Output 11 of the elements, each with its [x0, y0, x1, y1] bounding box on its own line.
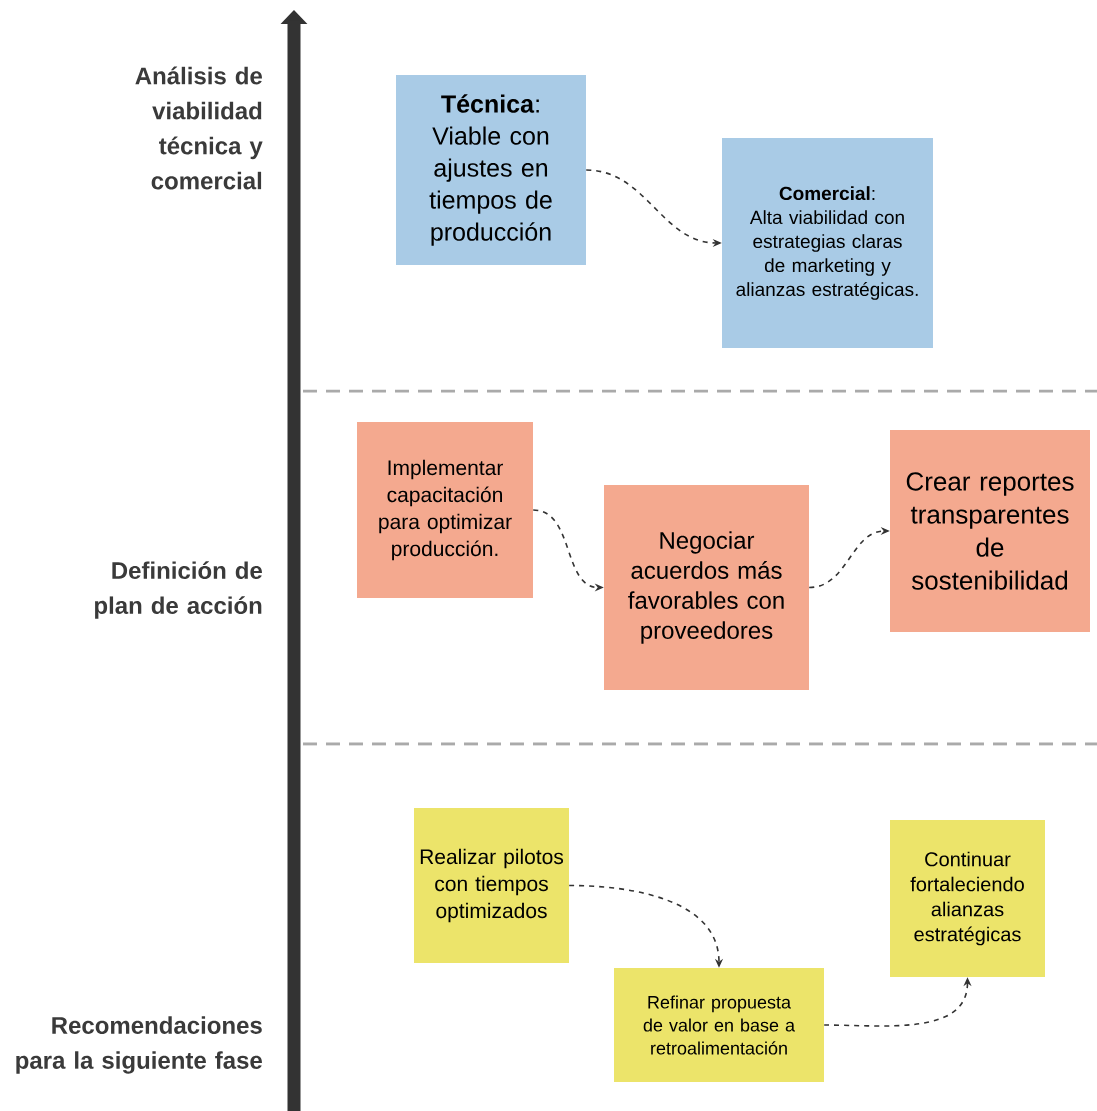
section-heading: Definición de plan de acción — [95, 561, 262, 619]
sticky-note: Negociar acuerdos más favorables con proveedores — [604, 485, 809, 690]
sticky-note: Refinar propuesta de valor en base a retroalimentación — [614, 968, 824, 1082]
sticky-note: Realizar pilotos con tiempos optimizados — [414, 808, 569, 963]
sticky-note: Implementar capacitación para optimizar producción. — [357, 422, 533, 598]
section-heading: Análisis de viabilidad técnica y comercial — [135, 66, 263, 190]
sticky-note: Comercial: Alta viabilidad con estrategias claras de marketing y alianzas estratégicas. — [722, 138, 933, 348]
sticky-note: Técnica: Viable con ajustes en tiempos de producción — [396, 75, 586, 265]
sticky-note: Crear reportes transparentes de sostenibilidad — [890, 430, 1090, 632]
section-heading: Recomendaciones para la siguiente fase — [16, 1016, 262, 1074]
sticky-note: Continuar fortaleciendo alianzas estratégicas — [890, 820, 1045, 977]
